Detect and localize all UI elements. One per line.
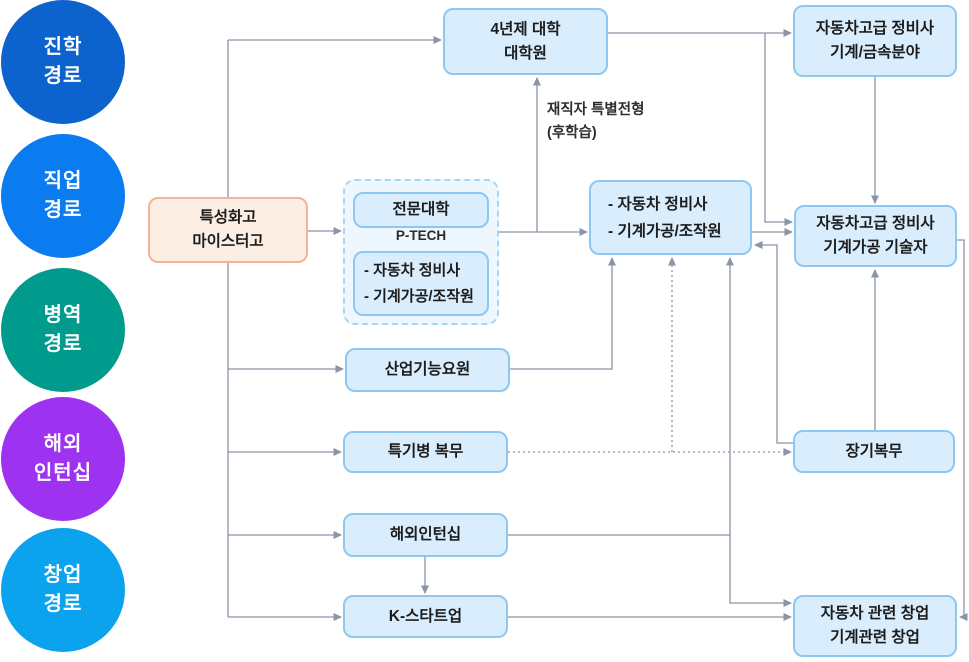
legend-label: 창업 (43, 564, 83, 586)
connector-longterm-to-jobsmid (754, 241, 793, 444)
legend-item-advancement: 진학 경로 (1, 0, 125, 124)
node-label: 자동차 관련 창업 (820, 605, 930, 622)
node-label: K-스타트업 (388, 607, 463, 625)
legend-item-career: 직업 경로 (1, 134, 125, 258)
node-label: 4년제 대학 (490, 20, 561, 38)
node-university: 4년제 대학 대학원 (443, 8, 608, 75)
node-label: - 기계가공/조작원 (364, 287, 474, 305)
node-label: 산업기능요원 (384, 361, 471, 378)
node-label: - 자동차 정비사 (364, 261, 461, 279)
node-industrial-agent: 산업기능요원 (345, 348, 510, 392)
node-advanced-mechanic-metal: 자동차고급 정비사 기계/금속분야 (793, 5, 957, 77)
node-label: 자동차고급 정비사 (815, 20, 935, 37)
connector-intern-to-startup (729, 535, 792, 607)
legend-label: 경로 (43, 65, 83, 87)
node-junior-college: 전문대학 (353, 192, 489, 228)
connector-industrial-to-jobsmid (510, 257, 616, 370)
legend-label: 인턴십 (33, 462, 93, 484)
annotation-special-admission: 재직자 특별전형 (후학습) (547, 99, 644, 145)
node-long-term-service: 장기복무 (793, 430, 955, 473)
legend-label: 직업 (43, 170, 83, 192)
annotation-line: (후학습) (547, 125, 597, 141)
node-label: 기계가공 기술자 (823, 239, 928, 256)
node-label: 해외인턴십 (389, 526, 462, 543)
node-label: 특기병 복무 (387, 443, 464, 460)
node-ptech-jobs: - 자동차 정비사 - 기계가공/조작원 (353, 251, 489, 316)
legend-label: 병역 (43, 304, 83, 326)
node-special-military-service: 특기병 복무 (343, 431, 508, 473)
legend-label: 해외 (43, 433, 83, 455)
group-ptech: 전문대학 P-TECH - 자동차 정비사 - 기계가공/조작원 (343, 179, 499, 325)
legend-label: 진학 (43, 36, 83, 58)
node-label: 기계/금속분야 (830, 44, 920, 61)
annotation-line: 재직자 특별전형 (547, 102, 645, 118)
connector-advtech-to-startup (957, 239, 968, 621)
node-label: - 기계가공/조작원 (608, 222, 722, 240)
legend-label: 경로 (43, 199, 83, 221)
legend-item-overseas-internship: 해외 인턴십 (1, 397, 125, 521)
node-specialized-high-school: 특성화고 마이스터고 (148, 197, 308, 263)
node-label: 대학원 (504, 44, 547, 62)
connector-intern-to-jobsmid (508, 257, 734, 536)
node-label: 기계관련 창업 (830, 629, 920, 646)
node-startup: 자동차 관련 창업 기계관련 창업 (793, 595, 957, 657)
node-overseas-internship: 해외인턴십 (343, 513, 508, 557)
connector-topline-to-advtech (764, 33, 793, 226)
node-label: 자동차고급 정비사 (816, 215, 935, 232)
node-label: 특성화고 (199, 209, 257, 226)
ptech-label: P-TECH (395, 228, 447, 243)
node-label: 장기복무 (845, 442, 903, 460)
legend-item-startup: 창업 경로 (1, 528, 125, 652)
node-advanced-mechanic-technician: 자동차고급 정비사 기계가공 기술자 (794, 205, 957, 267)
node-mechanic-operator: - 자동차 정비사 - 기계가공/조작원 (589, 180, 752, 255)
legend-label: 경로 (43, 593, 83, 615)
node-label: 마이스터고 (192, 233, 264, 250)
node-label: 전문대학 (392, 201, 450, 218)
node-k-startup: K-스타트업 (343, 595, 508, 638)
node-label: - 자동차 정비사 (608, 195, 708, 213)
legend-item-military: 병역 경로 (1, 268, 125, 392)
legend-label: 경로 (43, 333, 83, 355)
